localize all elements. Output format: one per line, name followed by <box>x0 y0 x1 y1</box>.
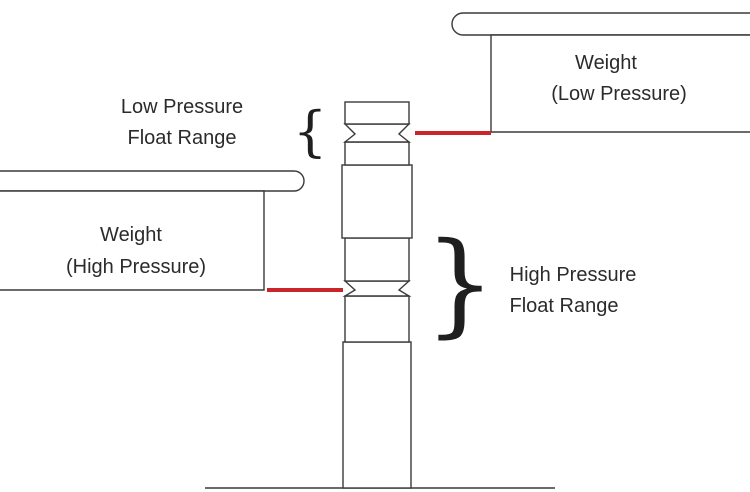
weight-low-pressure: Weight (Low Pressure) <box>451 12 750 133</box>
column-mid-section <box>344 237 410 282</box>
weight-high-pressure: Weight (High Pressure) <box>0 170 305 291</box>
low-pressure-float-range: Low Pressure Float Range { <box>121 96 327 163</box>
low-range-brace: { <box>293 100 327 163</box>
weight-high-label-line2: (High Pressure) <box>66 256 206 278</box>
column-upper-section <box>344 141 410 166</box>
weight-low-label-line2: (Low Pressure) <box>551 83 687 105</box>
weight-high-label-line1: Weight <box>100 224 162 246</box>
column-base <box>342 341 412 489</box>
high-range-label-line2: Float Range <box>510 295 619 317</box>
high-range-label-line1: High Pressure <box>510 264 637 286</box>
float-column <box>341 101 413 489</box>
low-range-label-line1: Low Pressure <box>121 96 243 118</box>
weight-low-label-line1: Weight <box>575 52 637 74</box>
column-lower-section <box>344 295 410 343</box>
weight-low-body <box>490 34 750 133</box>
high-pressure-float-range: } High Pressure Float Range <box>424 219 636 349</box>
weight-high-top-plate <box>0 170 305 192</box>
high-range-brace: } <box>424 219 495 349</box>
column-wide-body <box>341 164 413 239</box>
column-top-cap <box>344 101 410 125</box>
lower-notch <box>342 280 412 297</box>
upper-notch <box>343 123 411 143</box>
weight-high-body <box>0 190 265 291</box>
weight-low-top-plate <box>451 12 750 36</box>
low-range-label-line2: Float Range <box>128 127 237 149</box>
